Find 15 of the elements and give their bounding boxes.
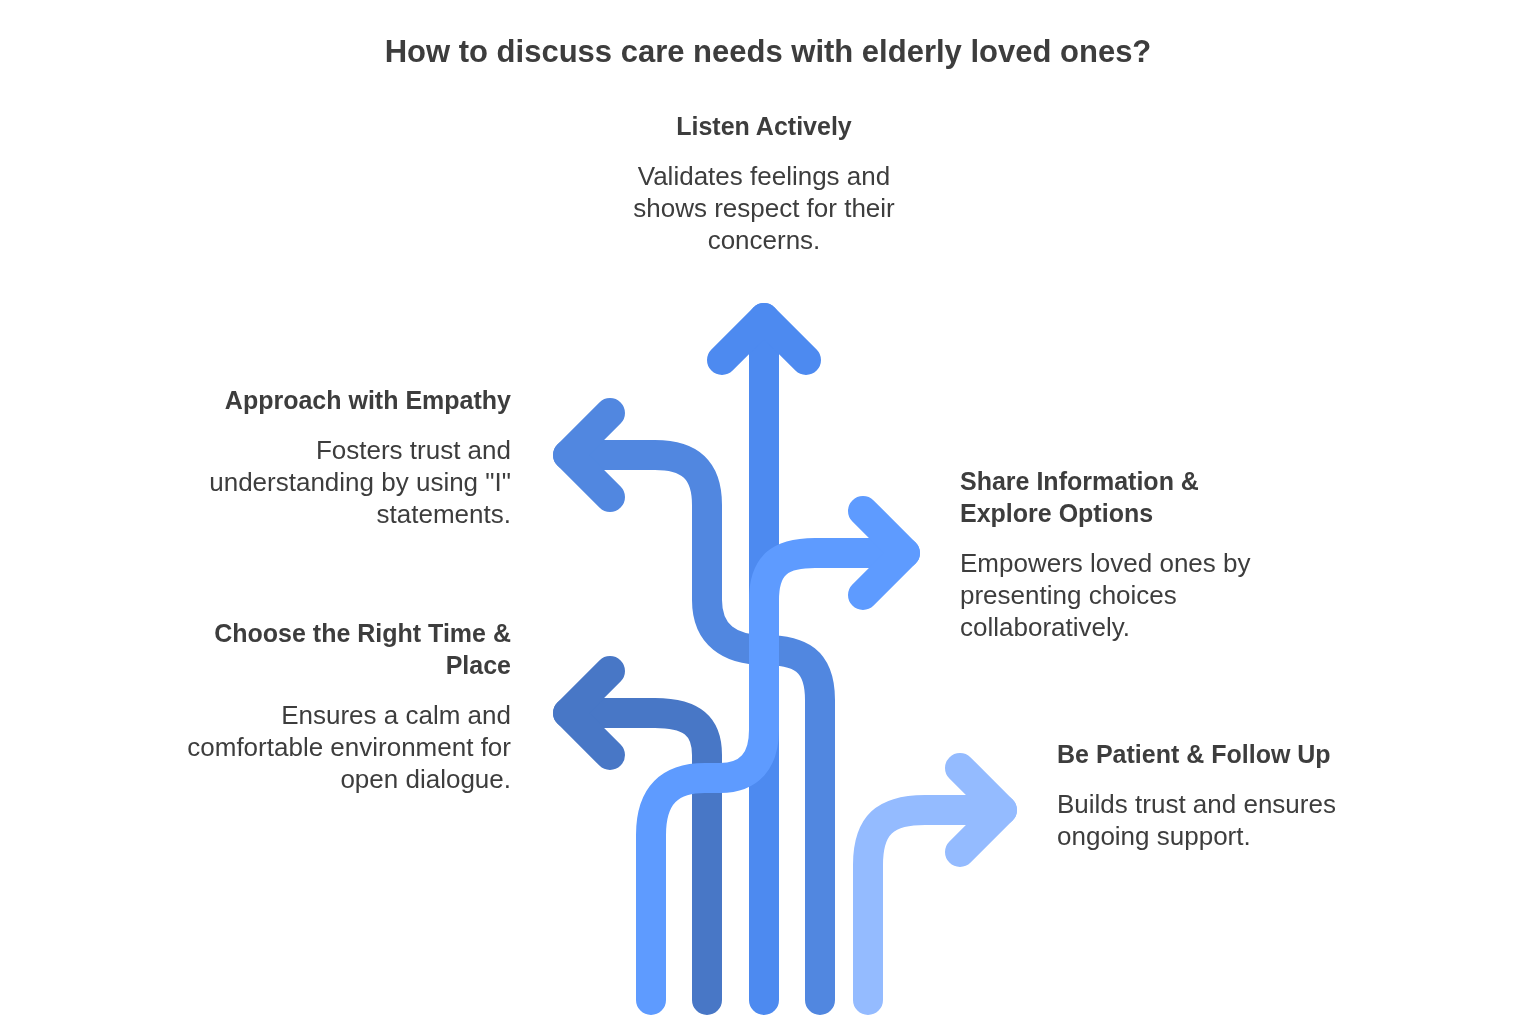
step-heading: Choose the Right Time & Place (213, 618, 511, 681)
title: How to discuss care needs with elderly loved ones? (383, 34, 1153, 70)
curved-arrow (853, 753, 1017, 1015)
curved-arrow (553, 656, 722, 1015)
step-description: Ensures a calm and comfortable environment for open dialogue. (186, 699, 511, 795)
step-description: Validates feelings and shows respect for their concerns. (632, 160, 896, 256)
curved-arrow (636, 496, 920, 1015)
step-description: Empowers loved ones by presenting choices collaboratively. (960, 547, 1252, 643)
step-description: Builds trust and ensures ongoing support. (1057, 788, 1337, 852)
step-heading: Share Information & Explore Options (960, 466, 1200, 529)
step-description: Fosters trust and understanding by using "I" statements. (208, 434, 511, 530)
curved-arrow (553, 398, 835, 1015)
step-heading: Approach with Empathy (224, 385, 511, 416)
step-heading: Listen Actively (676, 111, 852, 142)
step-heading: Be Patient & Follow Up (1057, 739, 1331, 770)
